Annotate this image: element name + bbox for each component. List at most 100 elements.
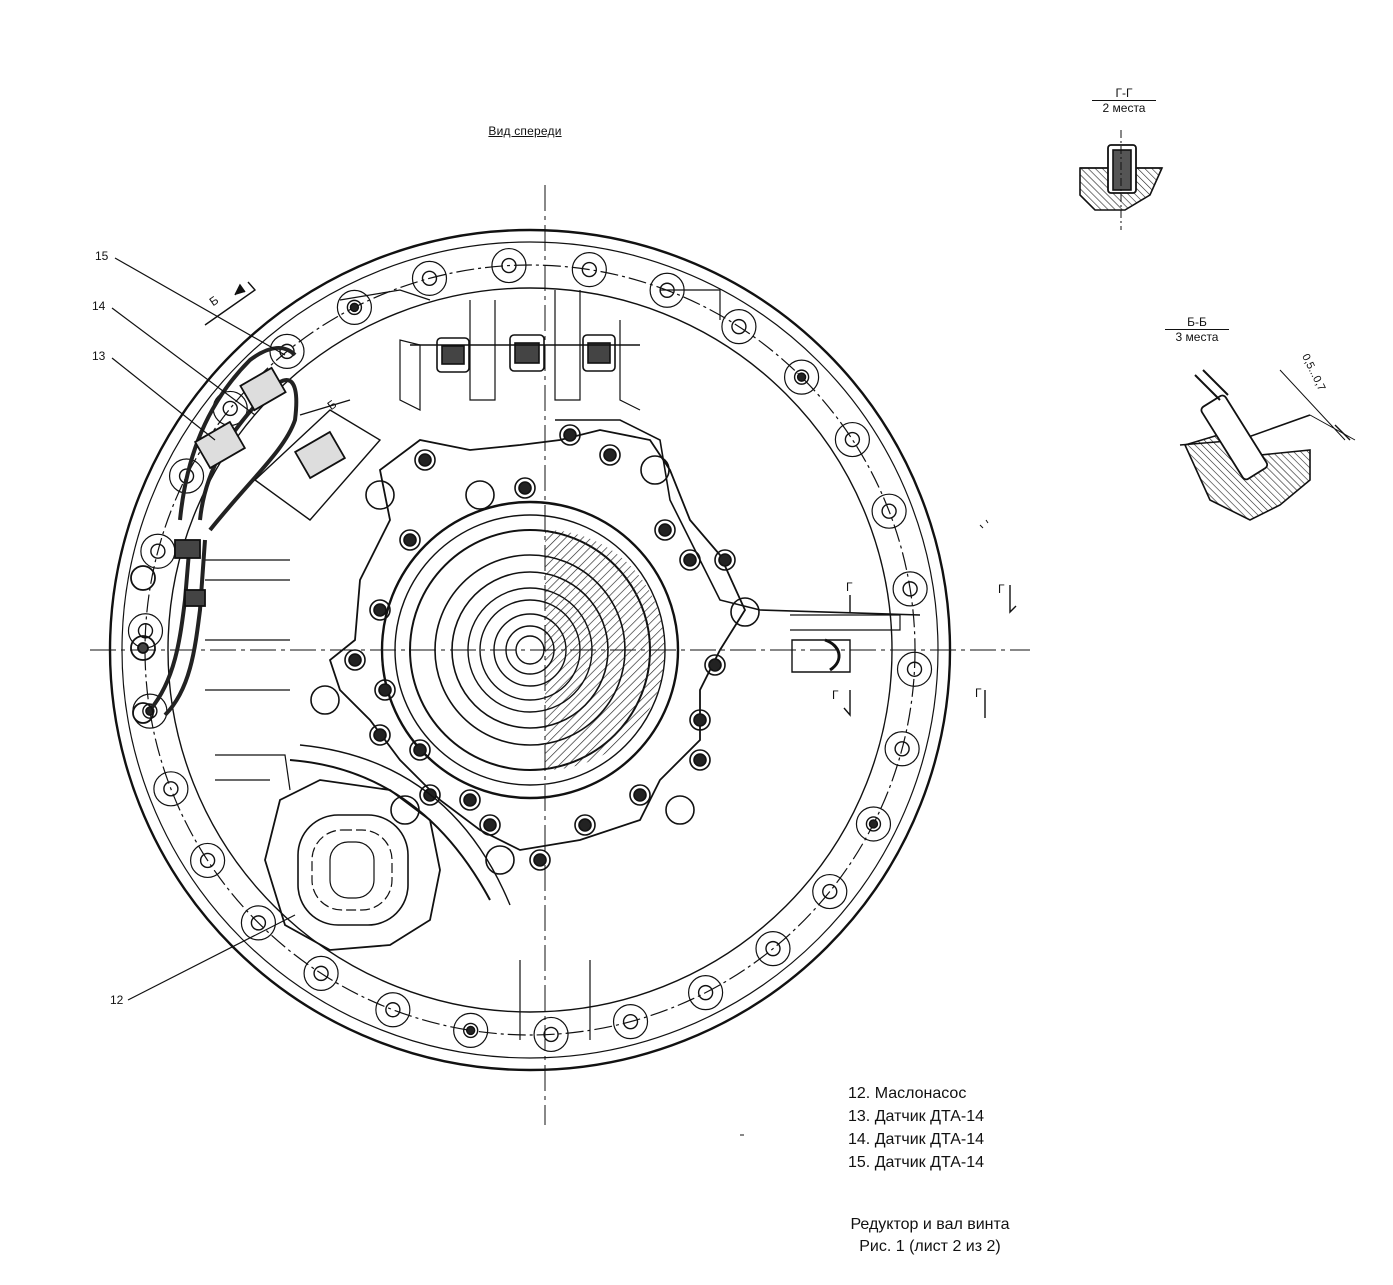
bolt-hole (731, 318, 747, 335)
hub-bolt-head (693, 753, 707, 767)
bolt-hole (865, 816, 882, 832)
bolt-hole (462, 1022, 479, 1039)
hub-bolt-boss (679, 549, 701, 571)
section-cut-markers (204, 281, 1017, 718)
hub-bolt-boss (365, 480, 395, 510)
bolt-hole (881, 503, 897, 519)
hub-bolt-boss (369, 599, 391, 621)
section-gg-title: Г-Г (1092, 86, 1156, 101)
bolt-hole (793, 369, 810, 385)
bolt-lug (571, 251, 607, 288)
bolt-lug (834, 421, 870, 458)
hub-bolt-boss (689, 709, 711, 731)
bolt-lug (612, 1004, 649, 1040)
bolt-lug (411, 260, 448, 296)
hub-bolt-head (518, 481, 532, 495)
view-title: Вид спереди (488, 124, 562, 138)
bolt-lug (755, 931, 791, 967)
hub-bolt-boss (344, 649, 366, 671)
hub-bolt-head (708, 658, 722, 672)
bolt-lug (168, 458, 205, 494)
section-bb-label: Б-Б 3 места (1165, 315, 1229, 344)
cut-mark-g-2: Г (998, 582, 1005, 596)
caption-title: Редуктор и вал винта (850, 1216, 1010, 1233)
bolt-hole (765, 940, 781, 957)
bolt-hole (313, 965, 329, 982)
bolt-lug (453, 1012, 489, 1049)
hub-bolt-head (373, 603, 387, 617)
hub-bolt-head (373, 728, 387, 742)
hub-bolt-head (563, 428, 577, 442)
bolt-lug (884, 731, 920, 767)
bolt-hole (902, 581, 918, 597)
bolt-stud (349, 302, 360, 313)
hub-bolt-boss (414, 449, 436, 471)
housing-outline (108, 228, 952, 1072)
hub-bolt-boss (704, 654, 726, 676)
bolt-lug (871, 493, 907, 529)
scan-marks (740, 519, 989, 1136)
bolt-hole (142, 703, 158, 719)
hub-bolt-head (683, 553, 697, 567)
bolt-hole (163, 781, 179, 797)
sensor-ports (410, 334, 640, 373)
hub-bolt-head (403, 533, 417, 547)
bolt-lug (303, 955, 339, 991)
hub-bolt-head (418, 453, 432, 467)
hub-bolt-boss (689, 749, 711, 771)
hub-bolt-boss (310, 685, 340, 715)
hub-bolt-boss (730, 597, 760, 627)
hub-bolt-head (633, 788, 647, 802)
hub-bolt-boss (574, 814, 596, 836)
hub-bolt-boss (369, 724, 391, 746)
figure-caption: Редуктор и вал винта Рис. 1 (лист 2 из 2… (790, 1214, 1070, 1258)
bolt-hole (894, 741, 910, 757)
bolt-hole (906, 661, 923, 677)
bolt-hole (697, 984, 714, 1001)
callout-12: 12 (110, 993, 124, 1007)
sensor-bodies (130, 366, 382, 724)
bolt-stud (465, 1025, 476, 1036)
bolt-hole (199, 852, 216, 869)
callout-15: 15 (95, 249, 109, 263)
legend-item-12: 12. Маслонасос (848, 1085, 967, 1102)
section-bb-title: Б-Б (1165, 315, 1229, 330)
bolt-hole (222, 400, 238, 417)
section-gg-note: 2 места (1102, 101, 1146, 115)
bolt-stud (868, 819, 879, 829)
bolt-hole (421, 270, 438, 287)
hub-bolt-boss (654, 519, 676, 541)
bolt-hole (346, 299, 363, 316)
hub-bolt-boss (459, 789, 481, 811)
bolt-hole (385, 1002, 401, 1018)
center-lines (90, 185, 1030, 1125)
cut-mark-g-1: Г (846, 580, 853, 594)
bolt-hole (581, 261, 598, 278)
bolt-lug (375, 992, 411, 1028)
hub-bolt-boss (640, 455, 670, 485)
callout-13: 13 (92, 349, 106, 363)
hub-bolt-boss (629, 784, 651, 806)
hub-bolt-head (658, 523, 672, 537)
bolt-hole (844, 431, 861, 448)
section-bb-detail (1179, 369, 1356, 521)
hub-bolt-head (413, 743, 427, 757)
bolt-lug (533, 1016, 569, 1053)
hub-bolt-head (463, 793, 477, 807)
hub-bolt-head (378, 683, 392, 697)
bolt-lug (336, 289, 373, 325)
legend-item-15: 15. Датчик ДТА-14 (848, 1154, 984, 1171)
legend-item-13: 13. Датчик ДТА-14 (848, 1108, 984, 1125)
hub-bolt-boss (419, 784, 441, 806)
hub-bolt-head (578, 818, 592, 832)
hub-bolt-head (693, 713, 707, 727)
bolt-lug (783, 359, 820, 395)
bolt-lug (892, 571, 928, 607)
hub-bolts (310, 424, 760, 875)
bolt-lug (855, 806, 892, 842)
hub-bolt-boss (665, 795, 695, 825)
hub-bolt-boss (399, 529, 421, 551)
hub-bolt-boss (514, 477, 536, 499)
bolt-hole (250, 915, 267, 931)
